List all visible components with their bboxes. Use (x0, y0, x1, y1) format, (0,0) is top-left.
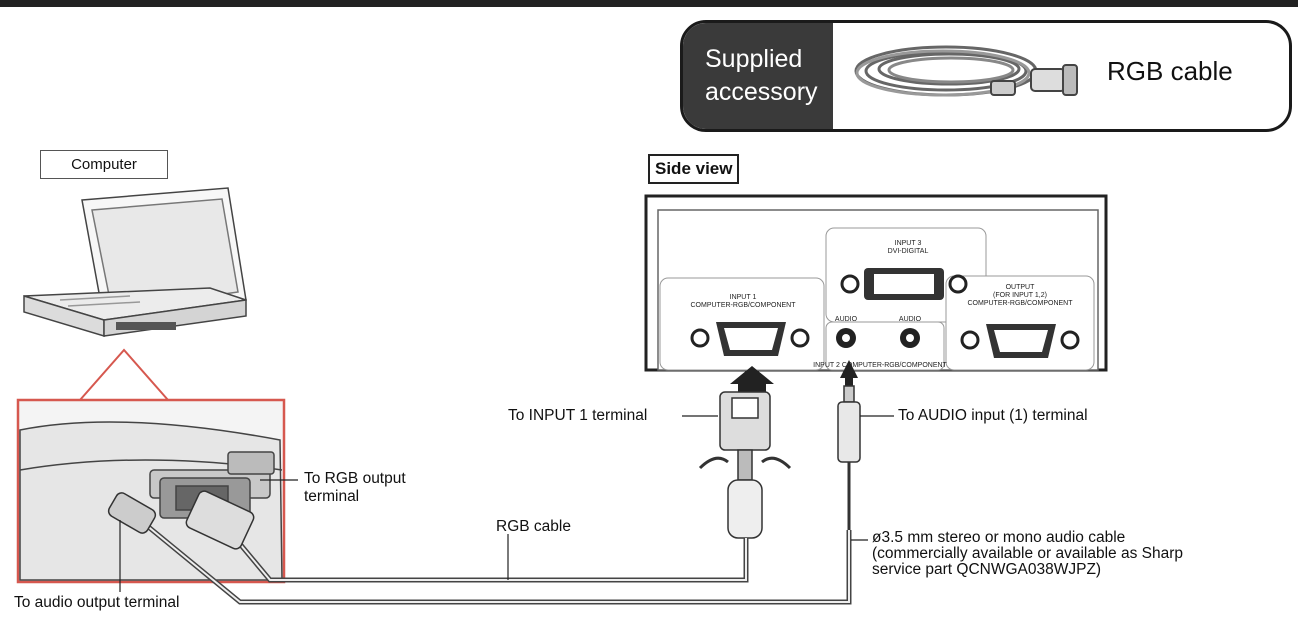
audio-cable-label: ø3.5 mm stereo or mono audio cable (comm… (872, 529, 1183, 578)
audio1-label: AUDIO (834, 316, 858, 323)
vga-plug (719, 391, 771, 539)
to-audio-input-label: To AUDIO input (1) terminal (898, 407, 1088, 424)
rgb-cable-label: RGB cable (496, 518, 571, 535)
accessory-tag: Supplied accessory (683, 23, 833, 129)
to-rgb-output-label: To RGB output terminal (304, 470, 406, 505)
input3-label: INPUT 3 DVI-DIGITAL (887, 240, 929, 255)
projector-panel (644, 194, 1108, 372)
input1-label: INPUT 1 COMPUTER-RGB/COMPONENT (690, 294, 796, 309)
accessory-item-name: RGB cable (1107, 56, 1233, 86)
accessory-tag-line2: accessory (705, 78, 818, 106)
to-input1-label: To INPUT 1 terminal (508, 407, 648, 424)
accessory-tag-line1: Supplied (705, 45, 803, 73)
side-view-label: Side view (648, 154, 740, 184)
input2-label: INPUT 2 COMPUTER-RGB/COMPONENT (813, 362, 947, 369)
top-rule (0, 0, 1298, 7)
laptop-icon (23, 187, 247, 338)
to-audio-output-label: To audio output terminal (14, 594, 180, 611)
laptop-side-closeup (19, 421, 283, 581)
coiled-cable-icon (854, 45, 1078, 97)
audio-plug (837, 385, 861, 530)
audio2-label: AUDIO (898, 316, 922, 323)
output-label: OUTPUT (FOR INPUT 1,2) COMPUTER-RGB/COMP… (967, 284, 1073, 307)
supplied-accessory-box: Supplied accessory RGB cable (680, 20, 1292, 132)
computer-label: Computer (40, 150, 168, 179)
